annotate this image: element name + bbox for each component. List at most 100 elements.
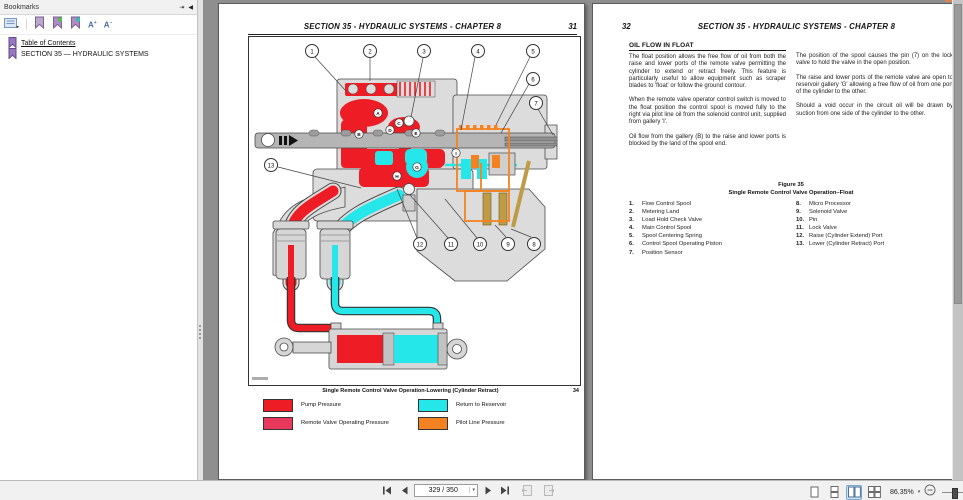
first-page-button[interactable] [380,483,394,497]
legend-label: Return to Reservoir [456,402,507,408]
page-32-body: OIL FLOW IN FLOAT The float position all… [629,42,953,155]
key-label: Position Sensor [642,249,683,256]
key-number: 1. [629,201,634,207]
delete-bookmark-icon[interactable] [70,16,81,34]
zoom-out-icon[interactable] [924,483,936,500]
key-number: 2. [629,209,634,216]
continuous-view-icon[interactable] [826,485,842,500]
status-toolbar: 329 / 350 ▾ [0,480,963,500]
key-label: Main Control Spool [642,225,692,232]
key-number: 6. [629,241,634,248]
callout-leader-lines [277,56,554,239]
key-number: 7. [629,249,634,256]
callout-bubbles: 1 2 3 4 5 6 7 8 9 10 11 12 13 [264,44,543,251]
key-label: Pin [809,217,818,224]
new-bookmark-icon[interactable] [52,16,63,34]
key-number: 13. [796,241,805,248]
bookmarks-toolbar: A+ A− [0,15,197,35]
text-size-decrease-icon[interactable]: A− [103,20,113,30]
color-legend: Pump Pressure Return to Reservoir Remote… [263,398,578,430]
expand-bookmark-icon[interactable] [34,16,45,34]
svg-text:8: 8 [532,242,536,248]
bookmark-item-table-of-contents[interactable]: Table of Contents [8,36,195,49]
bookmarks-tree: Table of Contents SECTION 35 — HYDRAULIC… [0,35,197,60]
text-column-2: The position of the spool causes the pin… [796,42,953,155]
page-number-value[interactable]: 329 / 350 [428,486,458,494]
scrollbar-thumb[interactable] [954,4,962,304]
key-number: 11. [796,225,804,232]
figure-key-right: 8. Micro Processor 9. Solenoid Valve 10.… [796,200,953,257]
hydraulic-valve-diagram: A B C D E G H I 1 2 3 4 [252,44,558,380]
legend-swatch [263,416,293,430]
splitter-grip-icon[interactable] [199,325,201,339]
legend-swatch [418,416,448,430]
single-page-view-icon[interactable] [806,485,822,500]
key-label: Micro Processor [809,201,851,207]
figure-page-ref: 34 [572,388,579,394]
last-page-button[interactable] [498,483,512,497]
svg-text:2: 2 [368,49,372,55]
header-rule [248,34,577,35]
paragraph: The position of the spool causes the pin… [796,53,953,67]
svg-text:5: 5 [531,49,535,55]
svg-text:H: H [395,174,399,180]
svg-text:9: 9 [506,242,510,248]
chevron-down-icon[interactable]: ▾ [469,487,475,493]
key-label: Solenoid Valve [809,209,848,216]
svg-text:D: D [388,128,392,134]
key-label: Lower (Cylinder Retract) Port [809,241,885,248]
legend-swatch [418,398,448,412]
next-view-icon[interactable] [542,483,556,497]
gallery-letter-labels: A B C D E G H I [354,108,461,181]
zoom-slider-thumb[interactable] [951,488,958,499]
key-label: Lock Valve [809,225,837,232]
key-label: Load Hold Check Valve [642,217,703,224]
view-controls: 86.35% ▾ [806,483,963,500]
svg-text:I: I [455,151,457,157]
svg-text:10: 10 [477,242,484,248]
key-label: Spool Centering Spring [642,233,702,240]
zoom-level-value[interactable]: 86.35% [890,488,914,496]
paragraph: When the remote valve operator control s… [629,97,786,126]
toolbar-separator [26,19,27,30]
page-header-title: SECTION 35 - HYDRAULIC SYSTEMS - CHAPTER… [697,22,896,31]
key-label: Raise (Cylinder Extend) Port [809,233,883,240]
key-number: 12. [796,233,805,240]
zoom-slider[interactable] [942,485,963,499]
key-item: 9. Solenoid Valve [796,208,953,216]
legend-item: Remote Valve Operating Pressure [263,416,418,430]
two-page-continuous-view-icon[interactable] [866,485,882,500]
key-item: 3. Load Hold Check Valve [629,216,796,224]
figure-key-left: 1. Flow Control Spool 2. Metering Land 3… [629,200,796,257]
previous-page-button[interactable] [397,483,411,497]
key-item: 1. Flow Control Spool [629,200,796,208]
next-page-button[interactable] [481,483,495,497]
legend-swatch [263,398,293,412]
bookmark-item-section-35[interactable]: SECTION 35 — HYDRAULIC SYSTEMS [8,47,195,60]
page-32-header: 32 SECTION 35 - HYDRAULIC SYSTEMS - CHAP… [622,22,947,31]
previous-view-icon[interactable] [520,483,534,497]
bookmark-item-label[interactable]: Table of Contents [21,40,76,47]
bookmark-item-label[interactable]: SECTION 35 — HYDRAULIC SYSTEMS [21,51,149,58]
figure-id-mark [252,377,268,380]
two-page-view-icon[interactable] [846,484,862,500]
key-item: 8. Micro Processor [796,200,953,208]
document-pane: SECTION 35 - HYDRAULIC SYSTEMS - CHAPTER… [203,0,963,480]
page-navigation: 329 / 350 ▾ [380,483,556,497]
key-item: 7. Position Sensor [629,249,796,257]
figure-label: Figure 35 [778,182,804,188]
svg-text:1: 1 [310,49,314,55]
svg-text:6: 6 [531,77,535,83]
vertical-scrollbar[interactable] [952,0,963,480]
paragraph: The raise and lower ports of the remote … [796,74,953,96]
zoom-chevron-down-icon[interactable]: ▾ [917,489,921,495]
collapse-panel-icon[interactable]: ◀ [188,4,193,11]
legend-label: Pilot Line Pressure [456,420,505,426]
dock-panel-icon[interactable]: ⇥ [179,4,185,11]
page-number-input[interactable]: 329 / 350 ▾ [414,483,478,497]
bookmark-options-icon[interactable] [4,16,19,34]
key-item: 10. Pin [796,216,953,224]
text-size-increase-icon[interactable]: A+ [88,20,97,30]
svg-text:7: 7 [534,101,538,107]
